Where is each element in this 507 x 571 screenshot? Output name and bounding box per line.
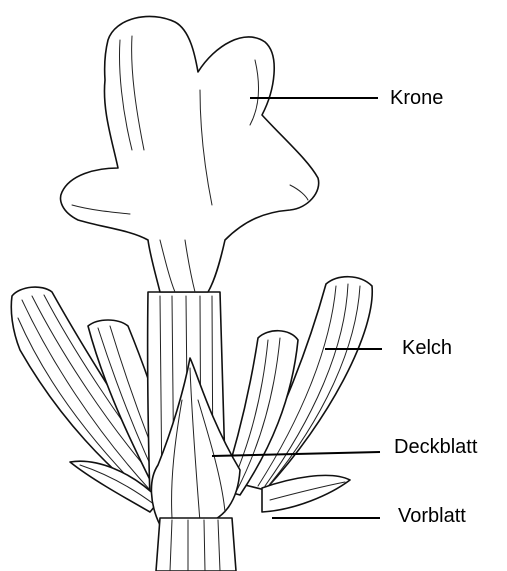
label-kelch: Kelch [402,338,452,358]
label-krone: Krone [390,88,443,108]
label-deckblatt: Deckblatt [394,437,477,457]
corolla [61,16,319,292]
stem [156,518,236,571]
label-vorblatt: Vorblatt [398,506,466,526]
